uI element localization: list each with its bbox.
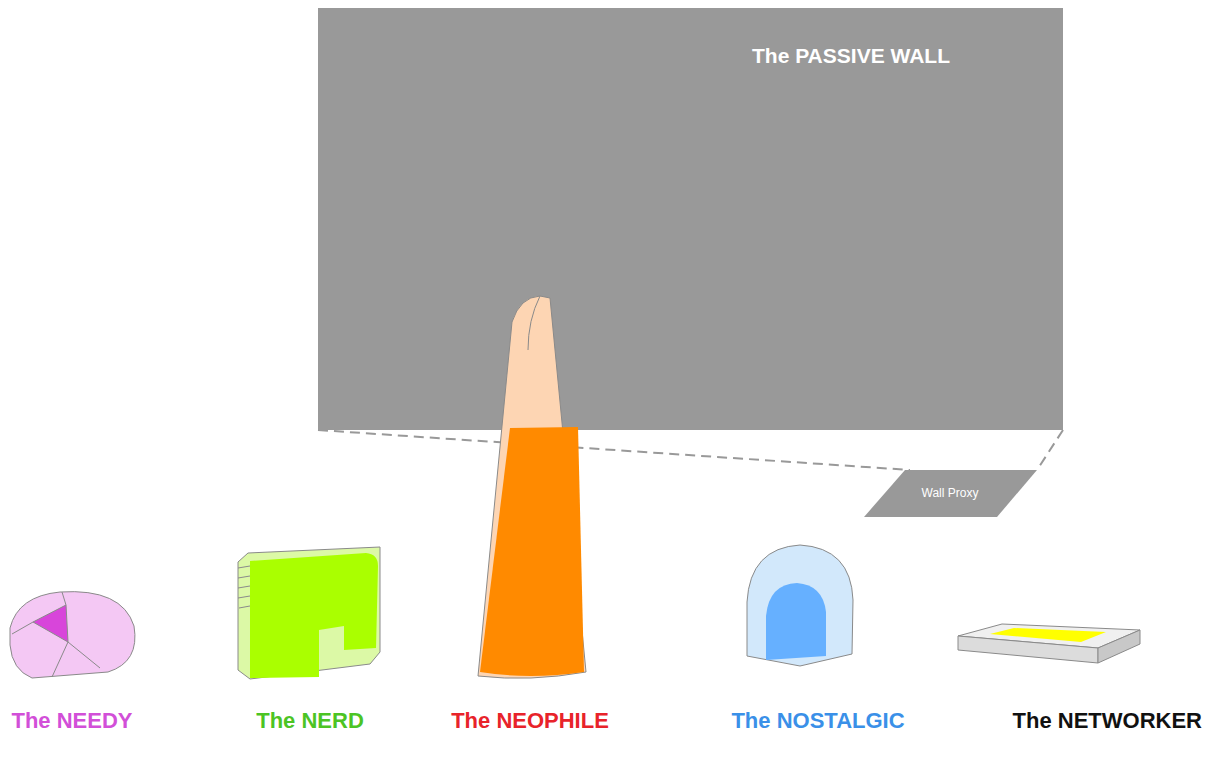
wall-proxy: Wall Proxy [864,470,1037,517]
nostalgic-shape: The NOSTALGIC [745,543,855,667]
persona-label: The NEOPHILE [451,708,609,734]
wall-panel: The PASSIVE WALL [318,8,1063,430]
networker-shape: The NETWORKER [956,622,1142,666]
shape-outline [476,294,588,682]
persona-label: The NETWORKER [1013,708,1202,734]
nerd-shape: The NERD [236,546,382,680]
shape-outline [956,622,1142,666]
wall-label: Wall Proxy [922,486,979,500]
projection-line [318,430,1063,470]
persona-label: The NERD [256,708,364,734]
shape-outline [8,588,138,680]
persona-label: The NEEDY [11,708,132,734]
wall-label: The PASSIVE WALL [752,44,950,68]
shape-outline [745,543,855,667]
shape-outline [236,546,382,680]
shape-outline [318,8,1063,430]
neophile-shape: The NEOPHILE [476,294,588,682]
needy-shape: The NEEDY [8,588,138,680]
persona-label: The NOSTALGIC [731,708,904,734]
